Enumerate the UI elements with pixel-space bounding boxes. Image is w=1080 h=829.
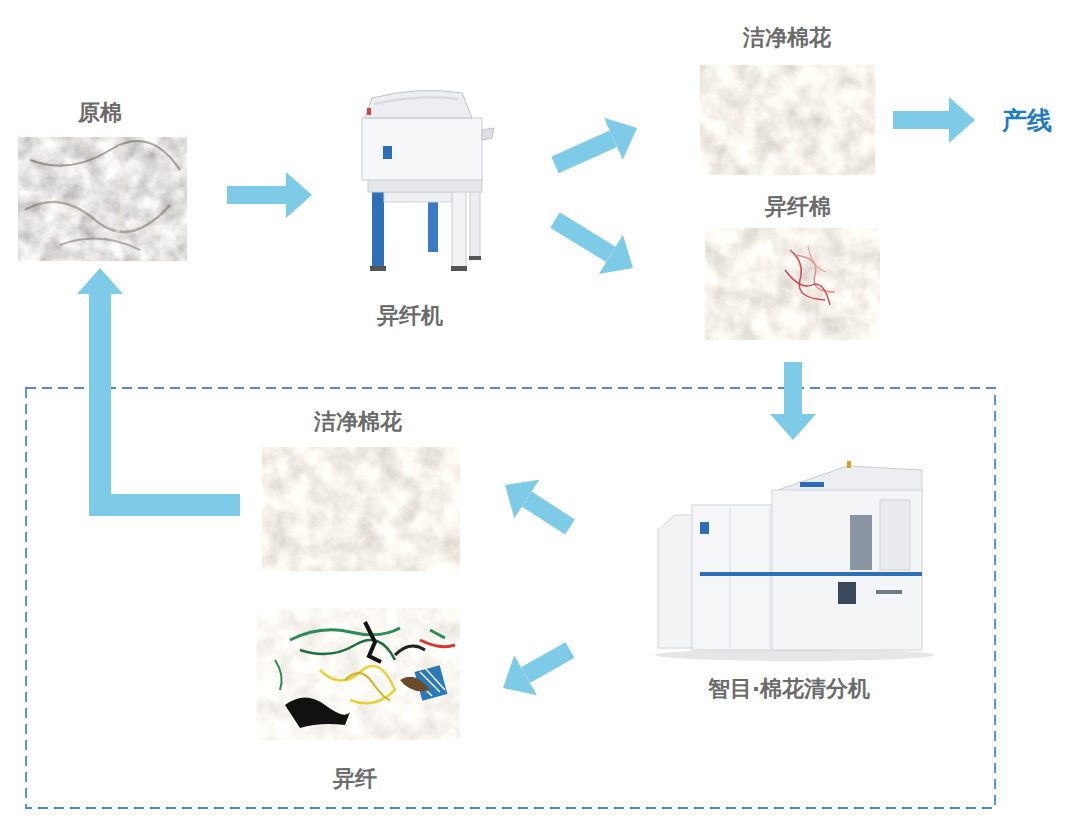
node-label: 原棉 xyxy=(0,99,220,127)
flow-arrow xyxy=(227,186,286,204)
foreign-fiber-photo xyxy=(290,628,400,640)
foreign-fiber-photo xyxy=(320,666,395,703)
raw-material-node: 原棉 xyxy=(5,92,227,268)
sorting-machine-illustration xyxy=(880,500,910,570)
machine-node: 异纤机 xyxy=(312,85,555,330)
sorting-machine-illustration xyxy=(772,466,922,492)
fiber-machine-illustration xyxy=(367,108,371,115)
fiber-machine-illustration xyxy=(370,266,386,271)
flow-arrow xyxy=(100,294,240,505)
flow-arrow xyxy=(527,499,570,527)
clean-cotton-photo xyxy=(262,447,460,571)
fiber-cotton-photo xyxy=(808,246,826,272)
sorting-machine-illustration xyxy=(655,649,935,661)
fiber-machine-illustration xyxy=(470,188,480,258)
dashed-group-frame xyxy=(26,388,995,808)
foreign-fiber-photo xyxy=(430,630,445,638)
sorting-machine-illustration xyxy=(700,522,709,534)
clean-cotton-photo xyxy=(700,65,875,175)
sorting-machine-illustration xyxy=(730,508,731,648)
node-label: 智目·棉花清分机 xyxy=(669,675,909,703)
fiber-cotton-photo xyxy=(705,228,880,340)
raw-cotton-photo xyxy=(18,137,187,261)
fiber-machine-illustration xyxy=(482,128,494,140)
raw-cotton-photo xyxy=(30,141,180,170)
sorting-machine-illustration xyxy=(772,490,922,650)
clean-cotton-photo xyxy=(700,65,875,175)
product-node: 洁净棉花 xyxy=(637,25,893,180)
foreign-fiber-photo xyxy=(300,640,395,660)
product-node: 异纤棉 xyxy=(633,192,888,362)
fiber-cotton-photo xyxy=(785,270,830,305)
sorting-machine-illustration xyxy=(770,508,771,648)
fiber-machine-illustration xyxy=(374,97,458,104)
raw-cotton-photo xyxy=(115,145,124,240)
fiber-machine-illustration xyxy=(383,146,392,159)
sorting-machine-illustration xyxy=(655,461,935,661)
flow-arrow xyxy=(555,139,613,165)
raw-cotton-photo xyxy=(18,137,187,261)
foreign-fiber-photo xyxy=(257,608,460,740)
fiber-machine-illustration xyxy=(362,90,494,271)
foreign-fiber-photo xyxy=(400,677,430,692)
foreign-fiber-photo xyxy=(420,640,455,647)
foreign-fiber-photo xyxy=(345,673,390,700)
foreign-fiber-photo xyxy=(395,646,425,655)
flow-arrow xyxy=(893,111,949,129)
raw-cotton-photo xyxy=(60,239,140,250)
fiber-machine-illustration xyxy=(362,118,482,180)
flow-arrow xyxy=(555,220,611,254)
sorting-machine-illustration xyxy=(838,582,856,604)
sorting-machine-illustration xyxy=(800,482,824,487)
flow-arrow xyxy=(526,650,570,675)
foreign-fiber-photo xyxy=(285,698,350,729)
node-label: 洁净棉花 xyxy=(667,24,907,52)
fiber-machine-illustration xyxy=(469,256,481,260)
sorting-machine-illustration xyxy=(700,572,922,576)
fiber-machine-illustration xyxy=(365,90,472,118)
reject-node: 异纤 xyxy=(240,600,503,800)
foreign-fiber-photo xyxy=(257,608,460,740)
fiber-machine-illustration xyxy=(451,266,467,271)
output-node: 产线 xyxy=(975,100,1079,142)
node-label: 异纤机 xyxy=(290,302,530,330)
clean-cotton-photo xyxy=(262,447,460,571)
fiber-machine-illustration xyxy=(384,192,452,202)
fiber-machine-illustration xyxy=(452,188,466,270)
fiber-machine-illustration xyxy=(372,190,384,270)
sorting-machine-illustration xyxy=(876,590,902,594)
flow-arrow xyxy=(784,362,802,414)
raw-cotton-photo xyxy=(25,202,170,232)
fiber-cotton-photo xyxy=(795,255,835,292)
sorting-machine-illustration xyxy=(847,461,851,468)
node-label: 产线 xyxy=(907,107,1080,135)
foreign-fiber-photo xyxy=(365,622,381,662)
machine-node: 智目·棉花清分机 xyxy=(570,440,960,705)
node-label: 异纤 xyxy=(235,765,475,793)
sorting-machine-illustration xyxy=(850,515,872,570)
fiber-cotton-photo xyxy=(705,228,880,340)
node-label: 异纤棉 xyxy=(678,193,918,221)
foreign-fiber-photo xyxy=(275,660,282,690)
product-node: 洁净棉花 xyxy=(240,405,505,580)
node-label: 洁净棉花 xyxy=(238,408,478,436)
